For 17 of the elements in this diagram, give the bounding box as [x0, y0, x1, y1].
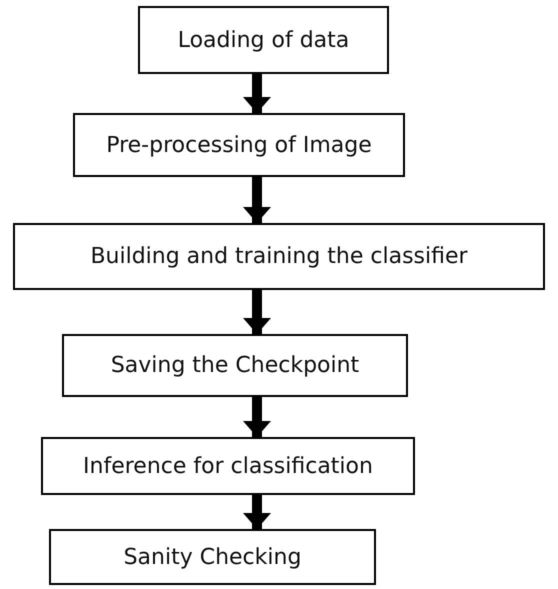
arrow: [243, 177, 271, 223]
process-box: [138, 6, 389, 74]
step-label: Sanity Checking: [124, 544, 302, 570]
step-label: Building and training the classifier: [90, 244, 468, 269]
process-box: [49, 529, 376, 585]
step-label: Inference for classification: [83, 454, 373, 478]
process-box: [41, 437, 415, 495]
step-label: Pre-processing of Image: [106, 132, 372, 158]
process-box: [62, 334, 408, 397]
process-box: [73, 113, 405, 177]
arrow: [243, 397, 271, 437]
process-box: [13, 223, 545, 290]
arrow: [243, 495, 271, 529]
arrow: [243, 74, 271, 113]
step-label: Saving the Checkpoint: [110, 353, 360, 378]
step-label: Loading of data: [178, 28, 350, 52]
arrow: [243, 290, 271, 334]
